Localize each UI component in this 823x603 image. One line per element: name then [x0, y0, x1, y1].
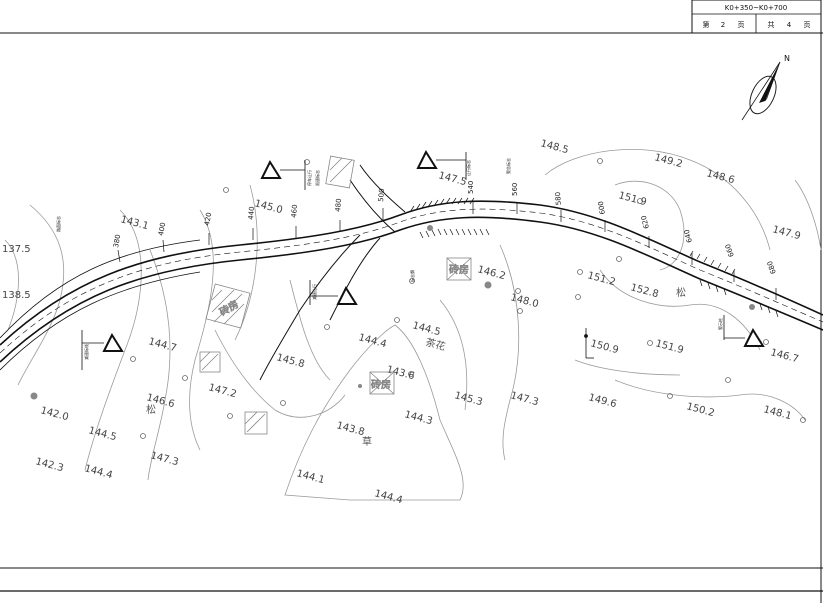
- elevation-label: 148.5: [539, 138, 570, 156]
- station-label: 460: [290, 204, 299, 218]
- elevation-label: 143.1: [119, 214, 150, 232]
- station-label: 480: [334, 198, 343, 212]
- building-icon: [244, 411, 268, 435]
- elevation-label: 147.3: [509, 390, 540, 408]
- warning-sign-icon: [81, 330, 124, 370]
- grass-label: 草: [362, 436, 372, 448]
- north-label: N: [784, 54, 790, 63]
- elevation-label: 144.4: [373, 488, 404, 506]
- elevation-label: 149.6: [587, 392, 618, 410]
- station-label: 400: [157, 222, 167, 237]
- north-arrow-icon: N: [741, 54, 790, 121]
- total-prefix: 共: [768, 20, 775, 29]
- elevation-label: 151.9: [617, 190, 648, 208]
- tree-label: 松: [146, 403, 156, 416]
- elevation-label: 146.2: [476, 264, 507, 282]
- elevation-label: 144.7: [147, 336, 178, 354]
- elevation-label: 149.2: [653, 152, 684, 170]
- elevation-label: 150.2: [685, 401, 716, 419]
- sign-label: 标志牌: [409, 270, 415, 282]
- elevation-label: 138.5: [2, 290, 31, 301]
- title-block: K0+350~K0+700 第 2 页 共 4 页: [691, 0, 822, 34]
- sign-label: 路面标志: [55, 216, 61, 232]
- elevation-label: 145.0: [253, 198, 284, 216]
- total-unit: 页: [804, 21, 811, 29]
- building-icon: [325, 155, 355, 189]
- elevation-label: 148.1: [762, 404, 793, 422]
- station-label: 600: [597, 200, 607, 215]
- station-label: 440: [247, 206, 256, 220]
- elevation-label: 143.8: [335, 420, 366, 438]
- warning-sign-icon: [309, 280, 358, 305]
- station-range-label: K0+350~K0+700: [725, 4, 787, 12]
- sign-label: 减速让行: [311, 284, 317, 300]
- elevation-label: 144.5: [411, 320, 442, 338]
- sign-label: 减速标线: [83, 344, 89, 360]
- elevation-label: 151.2: [586, 270, 617, 288]
- station-label: 680: [766, 260, 778, 275]
- contour-lines: [4, 148, 822, 501]
- sign-label: 停车让行: [306, 170, 312, 186]
- elevation-label: 148.6: [705, 168, 736, 186]
- sign-label: 限速标志: [314, 170, 320, 186]
- elevation-label: 144.1: [295, 468, 326, 486]
- page-prefix: 第: [703, 20, 710, 29]
- sign-annotations: 路面标志 减速标线 停车让行 限速标志 让行标志 警告标志 标志牌 减速让行 警…: [55, 158, 723, 360]
- station-label: 500: [377, 188, 386, 202]
- sign-label: 警告标志: [505, 158, 511, 174]
- elevation-label: 137.5: [2, 244, 31, 255]
- tree-label: 松: [676, 286, 686, 299]
- station-labels: 380 400 420 440 460 480 500 540 560 580 …: [112, 181, 778, 275]
- building-icon: 砖房: [446, 257, 472, 281]
- station-label: 660: [724, 243, 736, 258]
- elevation-label: 144.5: [87, 425, 118, 443]
- station-label: 580: [554, 192, 563, 206]
- station-label: 640: [683, 229, 694, 244]
- station-label: 620: [640, 215, 651, 230]
- branch-road: [259, 164, 406, 381]
- svg-text:砖房: 砖房: [217, 297, 241, 318]
- elevation-label: 145.3: [453, 390, 484, 408]
- building-icon: 砖房: [369, 371, 395, 395]
- elevation-label: 147.5: [437, 170, 468, 188]
- station-label: 560: [511, 183, 519, 196]
- elevation-label: 142.3: [34, 456, 65, 474]
- station-label: 380: [112, 234, 122, 249]
- page-unit: 页: [738, 21, 745, 29]
- svg-text:砖房: 砖房: [371, 378, 391, 391]
- svg-text:砖房: 砖房: [449, 263, 469, 276]
- elevation-label: 142.0: [39, 405, 70, 423]
- survey-markers: [584, 328, 594, 359]
- station-label: 420: [203, 212, 213, 227]
- elevation-label: 146.7: [769, 347, 800, 365]
- warning-sign-icon: [260, 159, 306, 190]
- station-ticks: [117, 202, 777, 300]
- elevation-label: 147.9: [771, 224, 802, 242]
- elevation-points: 137.5 138.5 143.1 145.0 147.5 148.5 149.…: [2, 138, 806, 506]
- elevation-label: 144.3: [403, 409, 434, 427]
- page-number: 2: [721, 21, 725, 29]
- station-label: 540: [467, 181, 475, 194]
- elevation-label: 145.8: [275, 352, 306, 370]
- buildings: 砖房 砖房 砖房: [199, 155, 472, 435]
- elevation-label: 147.2: [207, 382, 238, 400]
- elevation-label: 150.9: [589, 338, 620, 356]
- building-icon: [199, 351, 221, 373]
- total-pages: 4: [787, 21, 792, 29]
- warning-sign-icon: [723, 315, 765, 347]
- elevation-label: 144.4: [83, 463, 114, 481]
- elevation-label: 148.0: [509, 292, 540, 310]
- sign-label: 让行标志: [465, 160, 471, 176]
- elevation-label: 147.3: [149, 450, 180, 468]
- elevation-label: 144.4: [357, 332, 388, 350]
- sign-label: 警示桩: [717, 318, 723, 330]
- elevation-label: 151.9: [654, 338, 685, 356]
- road-edge-hatching: [409, 197, 779, 318]
- camellia-label: 茶花: [424, 335, 447, 353]
- traffic-signs: [81, 149, 765, 370]
- warning-sign-icon: [416, 149, 467, 180]
